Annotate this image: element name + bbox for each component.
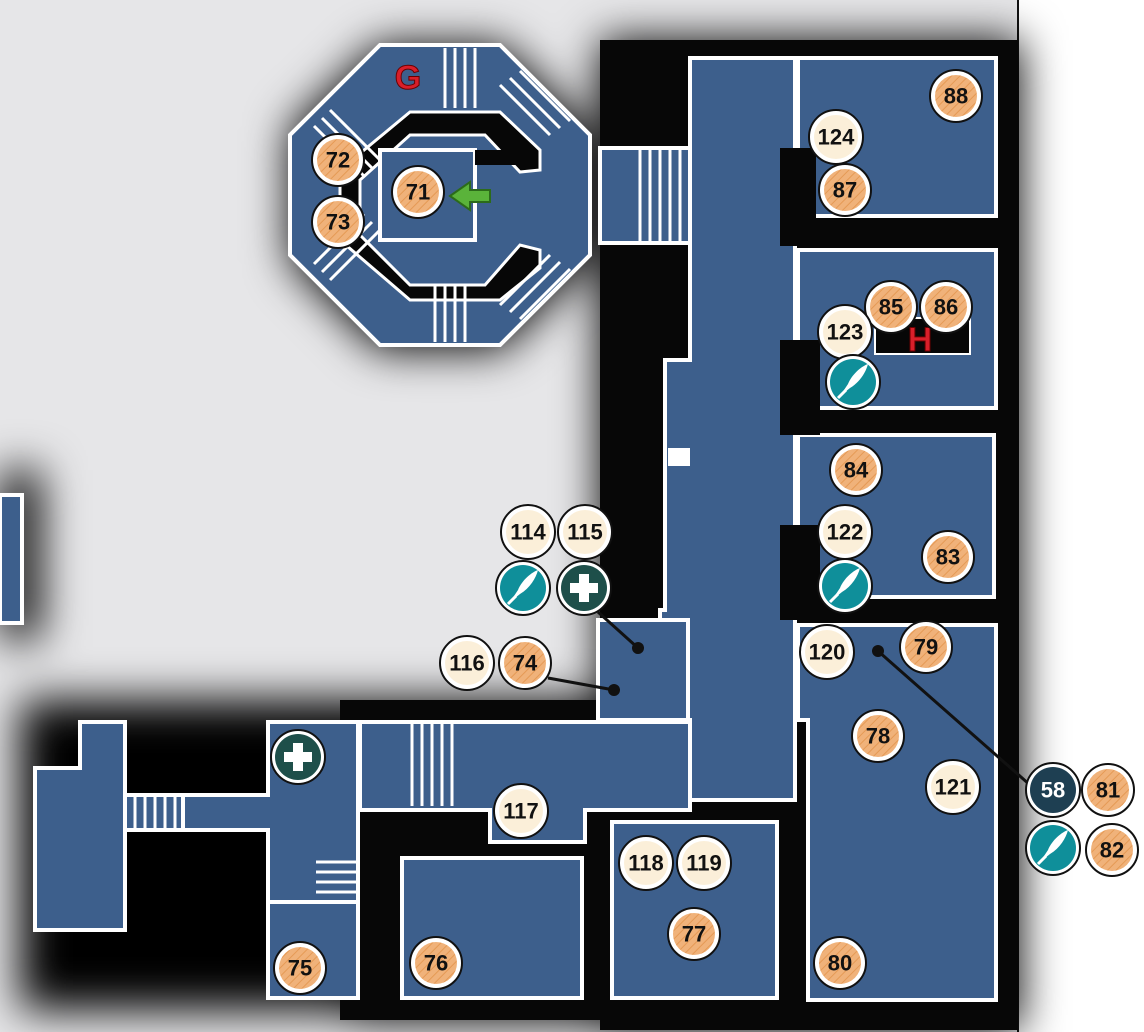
event-marker-118[interactable]: 118 [618, 835, 674, 891]
item-marker-85[interactable]: 85 [864, 280, 918, 334]
marker-label: 74 [513, 651, 538, 676]
marker-label: 78 [866, 724, 890, 749]
marker-label: 124 [818, 125, 855, 150]
item-marker-84[interactable]: 84 [829, 443, 883, 497]
marker-label: 79 [914, 635, 938, 660]
plus-icon[interactable] [556, 560, 612, 616]
pointer-115 [596, 610, 640, 650]
item-marker-74[interactable]: 74 [498, 636, 552, 690]
marker-label: 118 [628, 851, 664, 876]
marker-label: 86 [934, 295, 958, 320]
event-marker-121[interactable]: 121 [925, 759, 981, 815]
item-marker-82[interactable]: 82 [1085, 823, 1139, 877]
event-marker-119[interactable]: 119 [676, 835, 732, 891]
marker-label: 81 [1096, 778, 1120, 803]
marker-label: 87 [833, 178, 857, 203]
plus-icon[interactable] [270, 729, 326, 785]
item-marker-76[interactable]: 76 [409, 936, 463, 990]
item-marker-79[interactable]: 79 [899, 620, 953, 674]
quill-pen-icon[interactable] [817, 558, 873, 614]
item-marker-72[interactable]: 72 [311, 133, 365, 187]
item-marker-71[interactable]: 71 [391, 165, 445, 219]
pointer-dot-74 [608, 684, 620, 696]
marker-label: 84 [844, 458, 869, 483]
marker-label: 114 [510, 520, 546, 545]
item-marker-86[interactable]: 86 [919, 280, 973, 334]
dark-marker-58[interactable]: 58 [1025, 762, 1081, 818]
marker-label: 115 [567, 520, 603, 545]
bridge-stairs [638, 150, 682, 241]
quill-pen-icon[interactable] [1025, 820, 1081, 876]
marker-label: 75 [288, 956, 312, 981]
item-marker-75[interactable]: 75 [273, 941, 327, 995]
pointer-dot-58 [872, 645, 884, 657]
item-marker-81[interactable]: 81 [1081, 763, 1135, 817]
marker-label: 73 [326, 210, 350, 235]
room-78 [796, 623, 998, 1002]
left-arrow-icon [448, 180, 491, 212]
marker-label: 76 [424, 951, 448, 976]
wall-notch [668, 448, 690, 466]
octagon-stairs [312, 48, 572, 342]
marker-label: 88 [944, 84, 968, 109]
marker-label: 123 [827, 320, 864, 345]
lower-stairs [410, 724, 454, 806]
marker-label: 122 [827, 520, 864, 545]
item-marker-83[interactable]: 83 [921, 530, 975, 584]
event-marker-115[interactable]: 115 [557, 504, 613, 560]
west-bridge-stairs [133, 797, 177, 828]
void-b [780, 340, 820, 435]
pointer-58 [877, 649, 1031, 787]
label-g: G [395, 59, 421, 97]
marker-label: 80 [828, 951, 852, 976]
marker-label: 119 [686, 851, 722, 876]
marker-label: 83 [936, 545, 960, 570]
pointer-74 [547, 676, 615, 692]
quill-pen-icon[interactable] [825, 354, 881, 410]
void-c [780, 525, 820, 620]
marker-label: 71 [406, 180, 430, 205]
quill-pen-icon[interactable] [495, 560, 551, 616]
marker-label: 120 [809, 640, 846, 665]
marker-label: 72 [326, 148, 350, 173]
item-marker-77[interactable]: 77 [667, 907, 721, 961]
west-room [33, 720, 127, 932]
void-a [780, 148, 816, 246]
marker-label: 82 [1100, 838, 1124, 863]
marker-label: 116 [449, 651, 485, 676]
event-marker-117[interactable]: 117 [493, 783, 549, 839]
marker-label: 121 [935, 775, 972, 800]
event-marker-122[interactable]: 122 [817, 504, 873, 560]
event-marker-124[interactable]: 124 [808, 109, 864, 165]
event-marker-120[interactable]: 120 [799, 624, 855, 680]
event-marker-116[interactable]: 116 [439, 635, 495, 691]
marker-label: 85 [879, 295, 903, 320]
pointer-dot-115 [632, 642, 644, 654]
item-marker-88[interactable]: 88 [929, 69, 983, 123]
west-stairs-horizontal [316, 860, 356, 894]
item-marker-87[interactable]: 87 [818, 163, 872, 217]
marker-label: 117 [503, 799, 539, 824]
item-marker-73[interactable]: 73 [311, 195, 365, 249]
octagon-bridge [598, 146, 692, 245]
marker-label: 77 [682, 922, 706, 947]
marker-label: 58 [1041, 778, 1065, 803]
room-74 [596, 618, 690, 722]
item-marker-80[interactable]: 80 [813, 936, 867, 990]
event-marker-123[interactable]: 123 [817, 304, 873, 360]
event-marker-114[interactable]: 114 [500, 504, 556, 560]
item-marker-78[interactable]: 78 [851, 709, 905, 763]
far-west-room [0, 493, 24, 625]
